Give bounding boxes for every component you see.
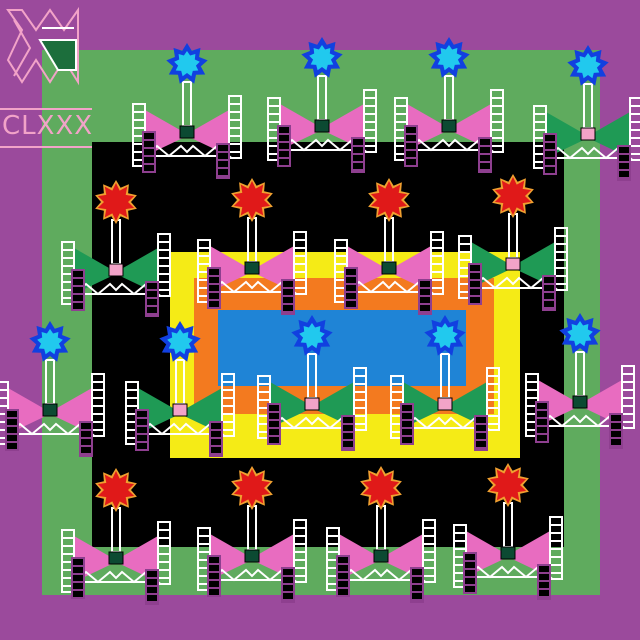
bowtie-figure-icon bbox=[197, 466, 307, 603]
figures-layer bbox=[0, 37, 640, 605]
bowtie-figure-icon bbox=[61, 180, 171, 317]
flower-icon bbox=[159, 321, 201, 362]
flower-icon bbox=[492, 174, 534, 218]
flower-icon bbox=[368, 178, 410, 222]
ladder-icon bbox=[216, 143, 230, 179]
ladder-icon bbox=[629, 97, 640, 161]
monogram-logo-icon bbox=[6, 6, 79, 86]
ladder-icon bbox=[228, 95, 242, 159]
ladder-icon bbox=[422, 519, 436, 583]
flower-icon bbox=[428, 37, 470, 78]
bowtie-figure-icon bbox=[326, 466, 436, 603]
ladder-icon bbox=[91, 373, 105, 437]
flower-icon bbox=[29, 321, 71, 362]
ladder-icon bbox=[617, 145, 631, 181]
ladder-icon bbox=[277, 125, 291, 167]
flower-icon bbox=[559, 313, 601, 354]
ladder-icon bbox=[486, 367, 500, 431]
ladder-icon bbox=[621, 365, 635, 429]
bowtie-figure-icon bbox=[394, 37, 504, 173]
ladder-icon bbox=[341, 415, 355, 451]
flower-icon bbox=[291, 315, 333, 356]
ladder-icon bbox=[267, 403, 281, 445]
flower-icon bbox=[567, 45, 609, 86]
ladder-icon bbox=[157, 521, 171, 585]
bowtie-figure-icon bbox=[458, 174, 568, 311]
flower-icon bbox=[424, 315, 466, 356]
ladder-icon bbox=[71, 269, 85, 311]
bowtie-figure-icon bbox=[125, 321, 235, 457]
ladder-icon bbox=[410, 567, 424, 603]
bowtie-figure-icon bbox=[197, 178, 307, 315]
blue-center bbox=[218, 310, 466, 386]
flower-icon bbox=[231, 466, 273, 510]
ladder-icon bbox=[453, 524, 467, 588]
ladder-icon bbox=[344, 267, 358, 309]
ladder-icon bbox=[543, 133, 557, 175]
ladder-icon bbox=[549, 516, 563, 580]
ladder-icon bbox=[474, 415, 488, 451]
ladder-icon bbox=[554, 227, 568, 291]
ladder-icon bbox=[351, 137, 365, 173]
ladder-icon bbox=[336, 555, 350, 597]
ladder-icon bbox=[363, 89, 377, 153]
caption-text: CLXXX bbox=[0, 108, 92, 148]
flower-icon bbox=[166, 43, 208, 84]
bowtie-figure-icon bbox=[257, 315, 367, 451]
ladder-icon bbox=[542, 275, 556, 311]
ladder-icon bbox=[353, 367, 367, 431]
ladder-icon bbox=[609, 413, 623, 449]
flower-icon bbox=[360, 466, 402, 510]
bowtie-figure-icon bbox=[525, 313, 635, 449]
ladder-icon bbox=[157, 233, 171, 297]
ladder-icon bbox=[71, 557, 85, 599]
ladder-icon bbox=[537, 564, 551, 600]
ladder-icon bbox=[418, 279, 432, 315]
flower-icon bbox=[487, 463, 529, 507]
bowtie-figure-icon bbox=[61, 468, 171, 605]
bowtie-figure-icon bbox=[453, 463, 563, 600]
ladder-icon bbox=[221, 373, 235, 437]
ladder-icon bbox=[207, 555, 221, 597]
ladder-icon bbox=[207, 267, 221, 309]
ladder-icon bbox=[468, 263, 482, 305]
ladder-icon bbox=[490, 89, 504, 153]
ladder-icon bbox=[145, 281, 159, 317]
ladder-icon bbox=[478, 137, 492, 173]
flower-icon bbox=[95, 468, 137, 512]
bowtie-figure-icon bbox=[390, 315, 500, 451]
bowtie-figure-icon bbox=[533, 45, 640, 181]
flower-icon bbox=[95, 180, 137, 224]
flower-icon bbox=[231, 178, 273, 222]
ladder-icon bbox=[404, 125, 418, 167]
bowtie-figure-icon bbox=[334, 178, 444, 315]
ladder-icon bbox=[142, 131, 156, 173]
ladder-icon bbox=[535, 401, 549, 443]
bowtie-figure-icon bbox=[267, 37, 377, 173]
ladder-icon bbox=[145, 569, 159, 605]
ladder-icon bbox=[5, 409, 19, 451]
ladder-icon bbox=[430, 231, 444, 295]
ladder-icon bbox=[209, 421, 223, 457]
ladder-icon bbox=[400, 403, 414, 445]
ladder-icon bbox=[281, 279, 295, 315]
ladder-icon bbox=[79, 421, 93, 457]
ladder-icon bbox=[293, 231, 307, 295]
ladder-icon bbox=[281, 567, 295, 603]
bowtie-figure-icon bbox=[132, 43, 242, 179]
flower-icon bbox=[301, 37, 343, 78]
ladder-icon bbox=[463, 552, 477, 594]
ladder-icon bbox=[293, 519, 307, 583]
ladder-icon bbox=[135, 409, 149, 451]
ladder-icon bbox=[390, 375, 404, 439]
bowtie-figure-icon bbox=[0, 321, 105, 457]
